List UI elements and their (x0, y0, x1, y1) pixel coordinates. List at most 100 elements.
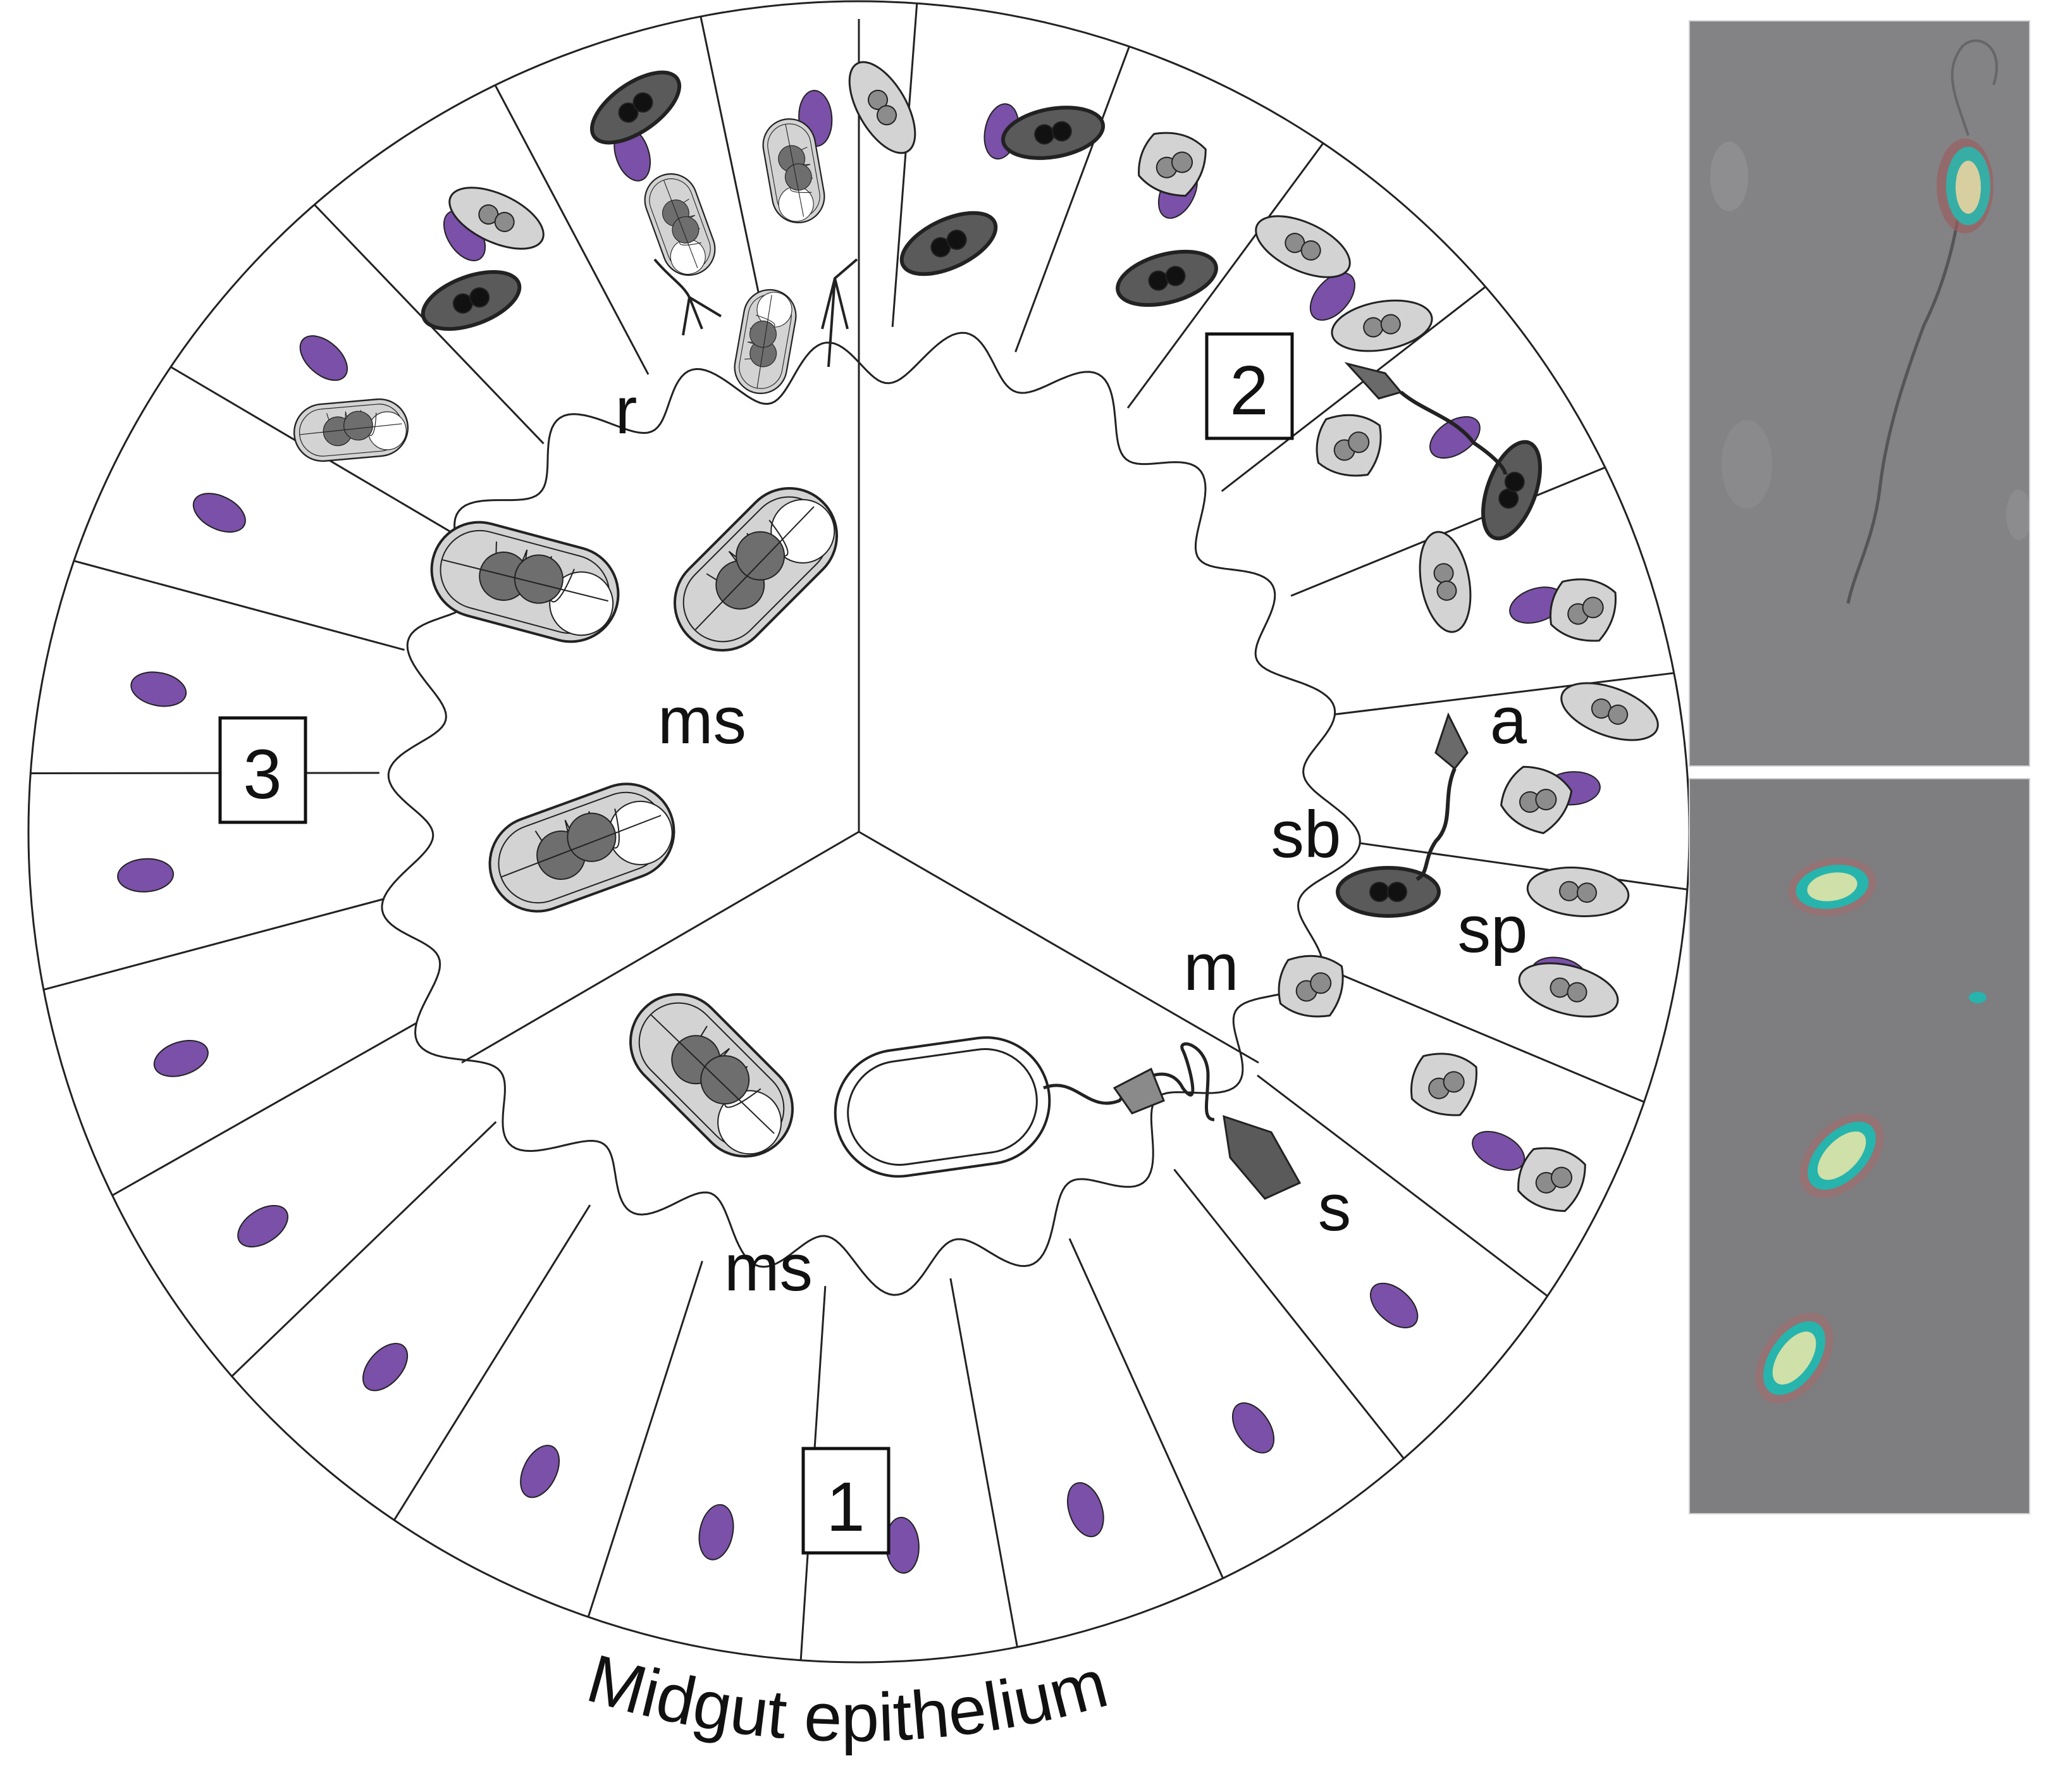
spore (1560, 682, 1659, 741)
spore-nucleus (1551, 1166, 1573, 1189)
capsule-spore (734, 289, 797, 394)
spore (1336, 866, 1441, 918)
nucleus (362, 1342, 409, 1392)
label-ms-lower: ms (724, 1231, 813, 1305)
capsule-spore (762, 118, 825, 223)
anchoring-line (300, 423, 402, 435)
stage-box-2: 2 (1205, 332, 1294, 440)
capsule-spore (293, 398, 409, 462)
capsule-spore (629, 992, 794, 1158)
nucleus (153, 1040, 209, 1077)
spore (848, 61, 916, 154)
spore (448, 187, 545, 250)
anchoring-line (756, 295, 772, 388)
spore (1549, 578, 1617, 642)
spore-nucleus (1443, 1071, 1465, 1093)
sector-dividers (461, 19, 1259, 1064)
capsule-spore (644, 173, 716, 276)
spore (589, 70, 682, 145)
cell-wall (891, 1, 919, 327)
capsule-spore (488, 782, 675, 913)
spore-nucleus (1165, 266, 1186, 287)
spore-nucleus (700, 1055, 750, 1105)
spore (1116, 249, 1218, 307)
spore (899, 211, 998, 276)
label-s: s (1318, 1171, 1352, 1245)
cell-wall (1221, 282, 1491, 492)
spore-nucleus (1380, 314, 1401, 335)
cell-wall (1330, 671, 1680, 716)
spore-nucleus (1387, 882, 1407, 902)
spore-nucleus (672, 216, 700, 244)
cell-wall (37, 897, 388, 992)
polar-filaments (653, 258, 858, 368)
stage-box-3: 3 (218, 716, 307, 824)
sporont (1223, 1115, 1302, 1200)
cell-wall (1338, 839, 1689, 892)
label-a: a (1490, 684, 1527, 758)
spore (1500, 765, 1573, 834)
sporoblast-chain (1344, 362, 1507, 881)
germinating-spore (834, 1036, 1215, 1178)
label-sp: sp (1458, 893, 1528, 967)
spore-nucleus (1300, 240, 1321, 261)
spore (1419, 531, 1472, 633)
spore-nucleus (1535, 789, 1557, 811)
spore-nucleus (1171, 151, 1193, 173)
cell-wall (1126, 137, 1328, 409)
cell-wall (698, 9, 768, 335)
spore (1518, 962, 1619, 1018)
cell-wall (1290, 464, 1612, 597)
spore-nucleus (1051, 121, 1072, 142)
spore-nucleus (1582, 596, 1604, 619)
spore-stages (421, 61, 1659, 1213)
nucleus (1369, 1282, 1419, 1328)
nucleus (1231, 1402, 1275, 1454)
spore (1138, 132, 1207, 197)
nucleus (237, 1204, 288, 1248)
spore (1526, 867, 1630, 917)
spore (1481, 440, 1542, 541)
label-r: r (615, 374, 638, 448)
nucleus (299, 335, 348, 381)
cell-wall (585, 1261, 703, 1624)
spore-nucleus (784, 163, 812, 191)
spore-nucleus (736, 531, 786, 581)
stage-label-2: 2 (1230, 352, 1268, 429)
spore-nucleus (343, 411, 373, 441)
spore (1517, 1147, 1586, 1213)
spore (421, 270, 522, 331)
spore-nucleus (1576, 882, 1597, 903)
nucleus (192, 493, 246, 533)
nucleus (1309, 272, 1355, 321)
nucleus (698, 1504, 734, 1560)
stage-label-1: 1 (826, 1468, 865, 1546)
spore-nucleus (749, 320, 777, 348)
cell-wall (949, 1278, 1020, 1654)
spore-nucleus (514, 554, 564, 604)
cell-wall (1014, 40, 1133, 352)
cell-wall (226, 1121, 497, 1381)
anchoring-line (442, 559, 608, 602)
lumen-spores (293, 118, 839, 1158)
cell-wall (491, 79, 650, 375)
nucleus (520, 1445, 560, 1498)
spore-nucleus (1348, 431, 1370, 454)
cell-wall (67, 558, 405, 651)
spore-nucleus (1369, 882, 1390, 902)
label-sb: sb (1271, 798, 1341, 872)
cell-wall (1312, 962, 1651, 1106)
stage-box-1: 1 (801, 1447, 891, 1555)
spore-nucleus (494, 211, 515, 232)
capsule-spore (673, 486, 839, 652)
spore-nucleus (1608, 704, 1629, 725)
spore (1255, 215, 1351, 278)
nucleus (117, 858, 175, 893)
anchoring-line (785, 124, 804, 217)
spore-nucleus (1436, 580, 1457, 601)
bottom-micrograph (1689, 778, 2030, 1514)
anchoring-line (650, 1014, 775, 1134)
cell-wall (390, 1204, 591, 1526)
stage-label-3: 3 (243, 736, 281, 813)
